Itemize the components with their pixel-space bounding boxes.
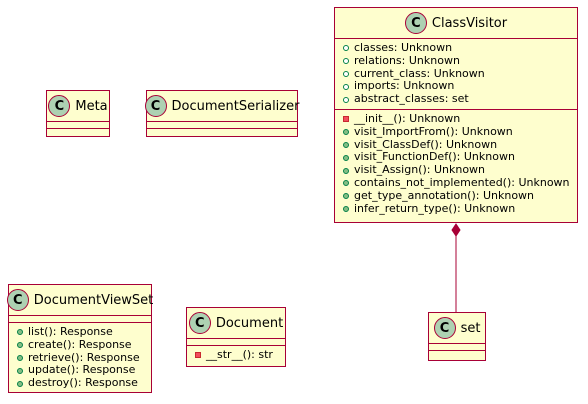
class-member: visit_Assign(): Unknown — [341, 163, 571, 177]
public-visibility-icon — [341, 96, 350, 103]
class-stereotype-icon: C — [188, 312, 211, 334]
member-text: relations: Unknown — [354, 53, 460, 67]
class-stereotype-icon: C — [6, 289, 29, 311]
class-header: C set — [429, 313, 485, 343]
composition-diamond-icon — [451, 223, 461, 237]
member-text: retrieve(): Response — [28, 350, 140, 364]
public-visibility-icon — [341, 58, 350, 65]
class-stereotype-icon: C — [433, 317, 456, 339]
public-visibility-icon — [341, 45, 350, 52]
member-text: __str__(): str — [206, 348, 273, 361]
class-member: contains_not_implemented(): Unknown — [341, 175, 571, 190]
member-text: create(): Response — [28, 337, 132, 351]
member-text: __init__(): Unknown — [354, 111, 461, 125]
public-visibility-icon — [341, 180, 350, 187]
member-text: update(): Response — [28, 363, 136, 377]
class-member: current_class: Unknown — [341, 66, 571, 81]
class-header: C Meta — [47, 91, 109, 121]
member-text: visit_FunctionDef(): Unknown — [354, 150, 515, 164]
public-visibility-icon — [15, 367, 24, 374]
class-header: C Document — [187, 308, 285, 338]
public-visibility-icon — [341, 167, 350, 174]
methods-compartment — [147, 128, 297, 135]
class-member: visit_ImportFrom(): Unknown — [341, 124, 571, 139]
public-visibility-icon — [15, 342, 24, 349]
public-visibility-icon — [341, 129, 350, 136]
fields-compartment — [187, 338, 285, 345]
fields-compartment — [47, 121, 109, 128]
fields-compartment — [429, 343, 485, 350]
public-visibility-icon — [341, 141, 350, 148]
class-member: imports: Unknown — [341, 80, 571, 93]
class-member: __init__(): Unknown — [341, 111, 571, 126]
class-stereotype-icon: C — [144, 95, 167, 117]
member-text: imports: Unknown — [354, 79, 455, 93]
class-member: __str__(): str — [193, 348, 279, 362]
class-member: relations: Unknown — [341, 53, 571, 68]
member-text: destroy(): Response — [28, 376, 138, 390]
member-text: visit_ImportFrom(): Unknown — [354, 124, 513, 138]
public-visibility-icon — [341, 83, 350, 90]
class-member: list(): Response — [15, 325, 145, 339]
class-member: create(): Response — [15, 337, 145, 352]
class-header: C ClassVisitor — [335, 8, 577, 38]
public-visibility-icon — [341, 70, 350, 77]
member-text: current_class: Unknown — [354, 66, 485, 80]
member-text: classes: Unknown — [354, 41, 453, 54]
fields-compartment — [147, 121, 297, 128]
class-member: classes: Unknown — [341, 41, 571, 55]
public-visibility-icon — [15, 380, 24, 387]
class-header: C DocumentSerializer — [144, 91, 300, 121]
class-document-serializer[interactable]: C DocumentSerializer — [144, 90, 300, 137]
class-name: set — [460, 320, 481, 336]
public-visibility-icon — [341, 193, 350, 200]
class-set[interactable]: C set — [428, 312, 486, 361]
class-member: get_type_annotation(): Unknown — [341, 188, 571, 203]
class-member: update(): Response — [15, 364, 145, 377]
class-header: C DocumentViewSet — [6, 285, 154, 315]
member-text: contains_not_implemented(): Unknown — [354, 175, 570, 189]
class-name: Document — [215, 315, 284, 331]
class-stereotype-icon: C — [404, 12, 427, 34]
member-text: list(): Response — [28, 325, 113, 338]
class-stereotype-icon: C — [48, 95, 71, 117]
class-name: DocumentSerializer — [171, 98, 300, 114]
class-member: infer_return_type(): Unknown — [341, 201, 571, 216]
class-member: visit_FunctionDef(): Unknown — [341, 151, 571, 164]
public-visibility-icon — [341, 154, 350, 161]
class-member: abstract_classes: set — [341, 92, 571, 106]
methods-compartment — [429, 350, 485, 357]
public-visibility-icon — [15, 354, 24, 361]
class-name: Meta — [75, 98, 108, 114]
fields-compartment — [9, 315, 151, 322]
methods-compartment: __str__(): str — [187, 345, 285, 365]
public-visibility-icon — [341, 205, 350, 212]
member-text: get_type_annotation(): Unknown — [354, 188, 535, 202]
member-text: visit_Assign(): Unknown — [354, 163, 486, 177]
class-meta[interactable]: C Meta — [46, 90, 110, 137]
methods-compartment — [47, 128, 109, 135]
class-document[interactable]: C Document __str__(): str — [186, 307, 286, 367]
class-member: visit_ClassDef(): Unknown — [341, 137, 571, 152]
class-name: ClassVisitor — [431, 15, 508, 31]
public-visibility-icon — [15, 329, 24, 336]
class-member: destroy(): Response — [15, 376, 145, 390]
private-visibility-icon — [341, 116, 350, 123]
private-visibility-icon — [193, 352, 202, 359]
member-text: visit_ClassDef(): Unknown — [354, 137, 498, 151]
member-text: abstract_classes: set — [354, 92, 469, 106]
class-name: DocumentViewSet — [33, 292, 154, 308]
member-text: infer_return_type(): Unknown — [354, 201, 516, 215]
class-member: retrieve(): Response — [15, 350, 145, 365]
